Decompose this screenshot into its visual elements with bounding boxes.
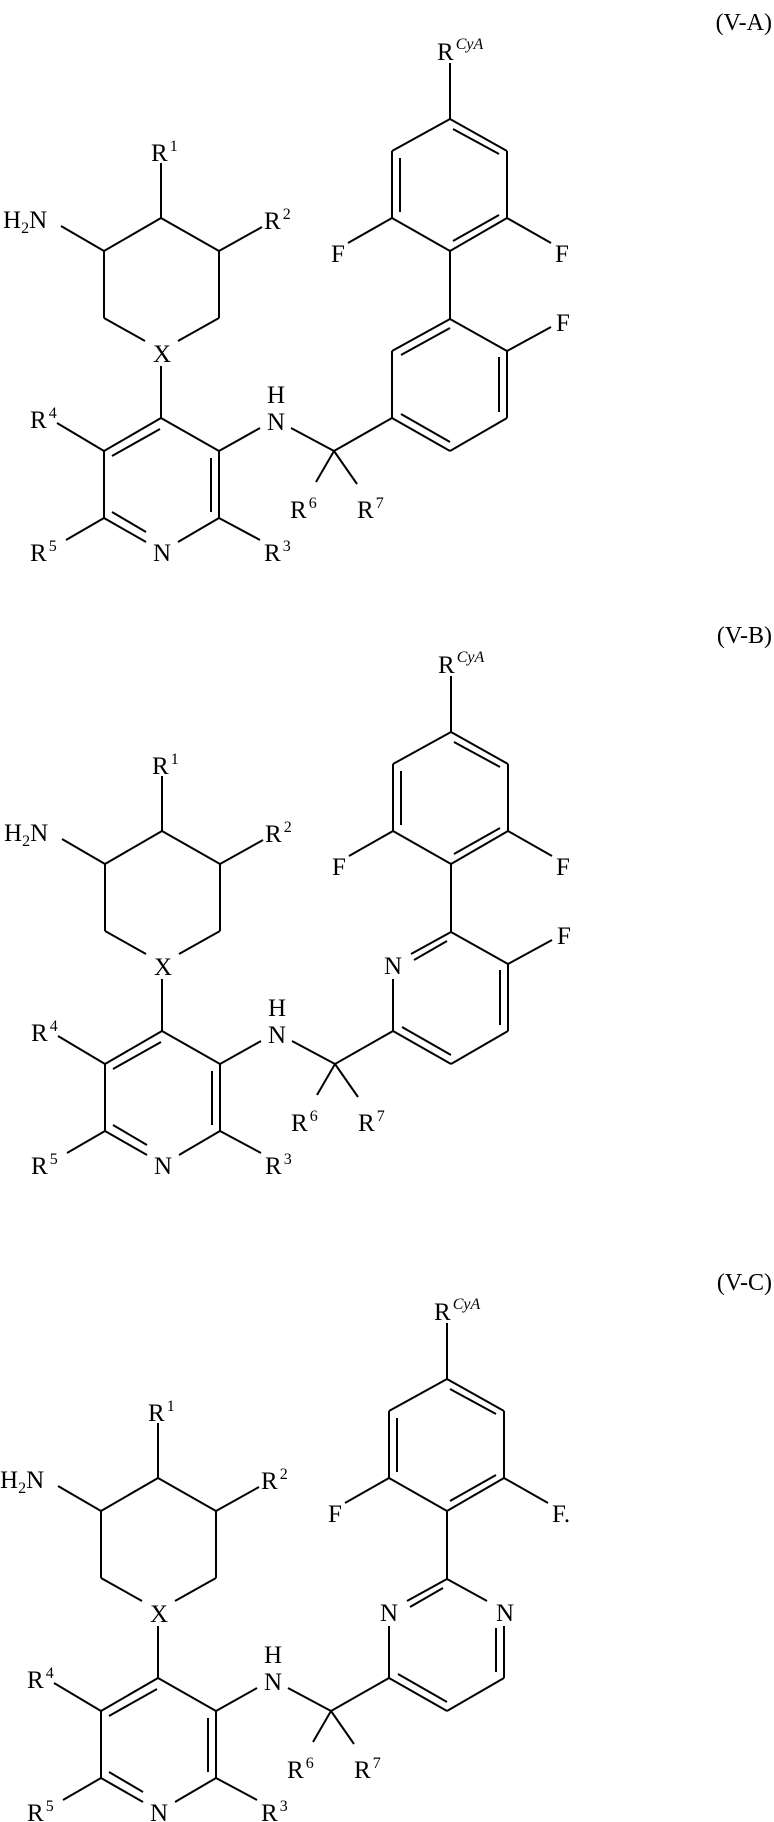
amine-label: H2N [3,207,47,237]
pyrimidine-ring-bonds [388,1578,505,1712]
fluoro-left-label: F [328,1501,342,1528]
amine-label: H2N [4,820,48,850]
nh-h-label: H [264,1642,282,1669]
amine-label: H2N [0,1467,44,1497]
nh-n-label: N [264,1669,282,1696]
fluoropyridine-ring-bonds [392,931,553,1065]
pyridine-n-label: N [150,1800,168,1822]
ring-n-right-label: N [496,1600,514,1627]
scaffold-bonds [57,675,553,1156]
x-atom-label: X [154,954,172,981]
fluoro-left-label: F [332,854,346,881]
pyridine-n-label: N [154,1153,172,1180]
fluoro-right-label: F [555,241,569,268]
fluoro-right-label: F [556,854,570,881]
nh-h-label: H [267,382,285,409]
fluoro-left-label: F [331,241,345,268]
nh-n-label: N [268,1022,286,1049]
fluoro-lower-label: F [556,310,570,337]
fluoro-right-label: F. [552,1501,570,1528]
nh-n-label: N [267,409,285,436]
fluoro-lower-label: F [557,923,571,950]
scaffold-bonds [53,1322,549,1803]
formula-label: (V-C) [717,1270,772,1296]
ring-n-left-label: N [380,1600,398,1627]
nh-h-label: H [268,995,286,1022]
x-atom-label: X [153,341,171,368]
pyridine-n-label: N [153,540,171,567]
fluorophenyl-ring-bonds [391,318,552,452]
ring-n-label: N [384,953,402,980]
x-atom-label: X [150,1601,168,1628]
scaffold-bonds [56,62,552,543]
formula-label: (V-A) [716,10,772,36]
formula-label: (V-B) [717,623,772,649]
